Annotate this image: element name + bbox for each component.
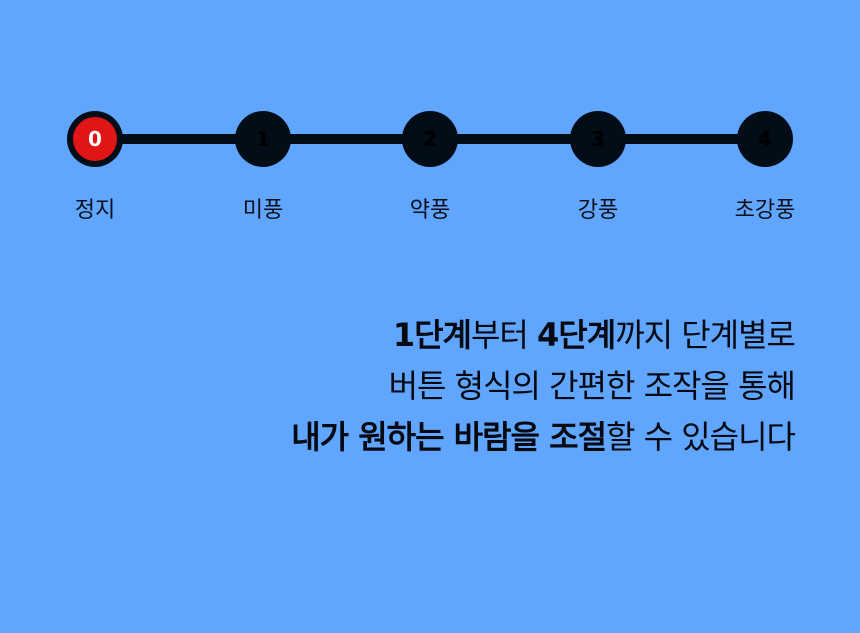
step-label: 미풍	[242, 198, 284, 223]
step-label: 약풍	[409, 198, 451, 223]
text-bold: 4단계	[537, 316, 616, 354]
description-line-3: 내가 원하는 바람을 조절할 수 있습니다	[291, 412, 796, 463]
step-number: 0	[73, 117, 117, 161]
step-number: 1	[256, 127, 270, 151]
step-0-button[interactable]: 0	[67, 111, 123, 167]
step-label: 강풍	[577, 198, 619, 223]
step-4-button[interactable]: 4	[737, 111, 793, 167]
text: 부터	[470, 316, 538, 354]
description-line-2: 버튼 형식의 간편한 조작을 통해	[291, 361, 796, 412]
step-label: 정지	[74, 198, 116, 223]
step-label: 초강풍	[734, 198, 796, 223]
text: 까지 단계별로	[615, 316, 796, 354]
step-number: 2	[423, 127, 437, 151]
step-1-button[interactable]: 1	[235, 111, 291, 167]
text-bold: 1단계	[392, 316, 472, 354]
step-number: 3	[591, 127, 605, 151]
description-line-1: 1단계부터 4단계까지 단계별로	[291, 310, 796, 361]
text: 버튼 형식의 간편한 조작을 통해	[388, 367, 796, 405]
text-bold: 내가 원하는 바람을 조절	[291, 418, 607, 456]
step-3-button[interactable]: 3	[570, 111, 626, 167]
step-number: 4	[758, 127, 772, 151]
step-2-button[interactable]: 2	[402, 111, 458, 167]
text: 할 수 있습니다	[606, 418, 796, 456]
description-text: 1단계부터 4단계까지 단계별로 버튼 형식의 간편한 조작을 통해 내가 원하…	[291, 310, 796, 463]
